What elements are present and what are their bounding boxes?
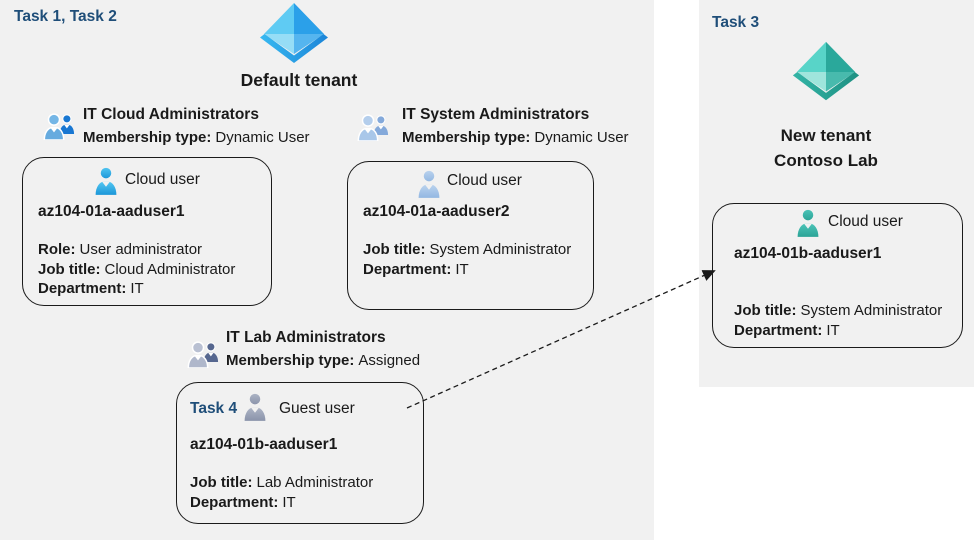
group-membership: Membership type:Assigned [226, 352, 420, 370]
azure-ad-tenant-icon [260, 3, 328, 63]
guest-user-icon [244, 392, 266, 421]
user-card-new-tenant-user: Cloud user az104-01b-aaduser1 Job title:… [712, 203, 963, 348]
user-type-label: Cloud user [447, 172, 522, 189]
user-card-cloud-user-2: Cloud user az104-01a-aaduser2 Job title:… [347, 161, 594, 310]
new-tenant-title-line2: Contoso Lab [774, 151, 878, 170]
membership-label: Membership type: [83, 129, 212, 146]
group-header-system-admins: IT System Administrators Membership type… [402, 106, 629, 147]
group-title: IT Lab Administrators [226, 329, 386, 346]
group-header-cloud-admins: IT Cloud Administrators Membership type:… [83, 106, 310, 147]
group-icon-lab-admins [187, 341, 219, 368]
attr-job-title: Job title:Lab Administrator [190, 474, 374, 491]
user-type-label: Cloud user [125, 171, 200, 188]
user-card-cloud-user-1: Cloud user az104-01a-aaduser1 Role:User … [22, 157, 272, 306]
membership-value: Dynamic User [215, 129, 310, 146]
task-1-2-label: Task 1, Task 2 [14, 8, 117, 25]
attr-role: Role:User administrator [38, 241, 203, 258]
attr-department: Department:IT [734, 321, 840, 339]
attr-job-title: Job title:System Administrator [363, 241, 572, 258]
user-attributes: Role:User administrator Job title:Cloud … [38, 240, 235, 299]
cloud-user-icon [95, 166, 117, 195]
group-icon-system-admins [357, 114, 389, 141]
user-card-guest-user: Task 4 Guest user az104-01b-aaduser1 Job… [176, 382, 424, 524]
group-title: IT Cloud Administrators [83, 106, 259, 123]
default-tenant-title: Default tenant [240, 70, 358, 90]
group-membership: Membership type:Dynamic User [402, 129, 629, 147]
user-type-label: Cloud user [828, 213, 903, 230]
user-type-label: Guest user [279, 400, 355, 417]
new-tenant-title-line1: New tenant [780, 126, 872, 145]
attr-department: Department:IT [363, 260, 469, 278]
attr-department: Department:IT [190, 493, 296, 511]
membership-value: Assigned [358, 352, 421, 369]
group-membership: Membership type:Dynamic User [83, 129, 310, 147]
cloud-user-icon [418, 169, 440, 198]
task-3-label: Task 3 [712, 14, 760, 31]
user-name: az104-01a-aaduser2 [363, 203, 510, 220]
user-name: az104-01b-aaduser1 [190, 436, 338, 453]
default-tenant-region [0, 0, 654, 540]
group-title: IT System Administrators [402, 106, 590, 123]
attr-job-title: Job title:Cloud Administrator [38, 260, 236, 278]
membership-value: Dynamic User [534, 129, 629, 146]
user-attributes: Job title:Lab Administrator Department:I… [190, 473, 373, 512]
membership-label: Membership type: [226, 352, 355, 369]
user-name: az104-01a-aaduser1 [38, 203, 185, 220]
membership-label: Membership type: [402, 129, 531, 146]
cloud-user-icon [797, 208, 819, 237]
user-attributes: Job title:System Administrator Departmen… [363, 240, 571, 279]
group-icon-cloud-admins [43, 113, 75, 140]
attr-department: Department:IT [38, 280, 144, 297]
azure-ad-new-tenant-icon [792, 41, 860, 101]
user-attributes: Job title:System Administrator Departmen… [734, 301, 942, 340]
user-name: az104-01b-aaduser1 [734, 245, 882, 262]
task-4-label: Task 4 [190, 400, 238, 417]
attr-job-title: Job title:System Administrator [734, 302, 943, 319]
group-header-lab-admins: IT Lab Administrators Membership type:As… [226, 329, 420, 370]
